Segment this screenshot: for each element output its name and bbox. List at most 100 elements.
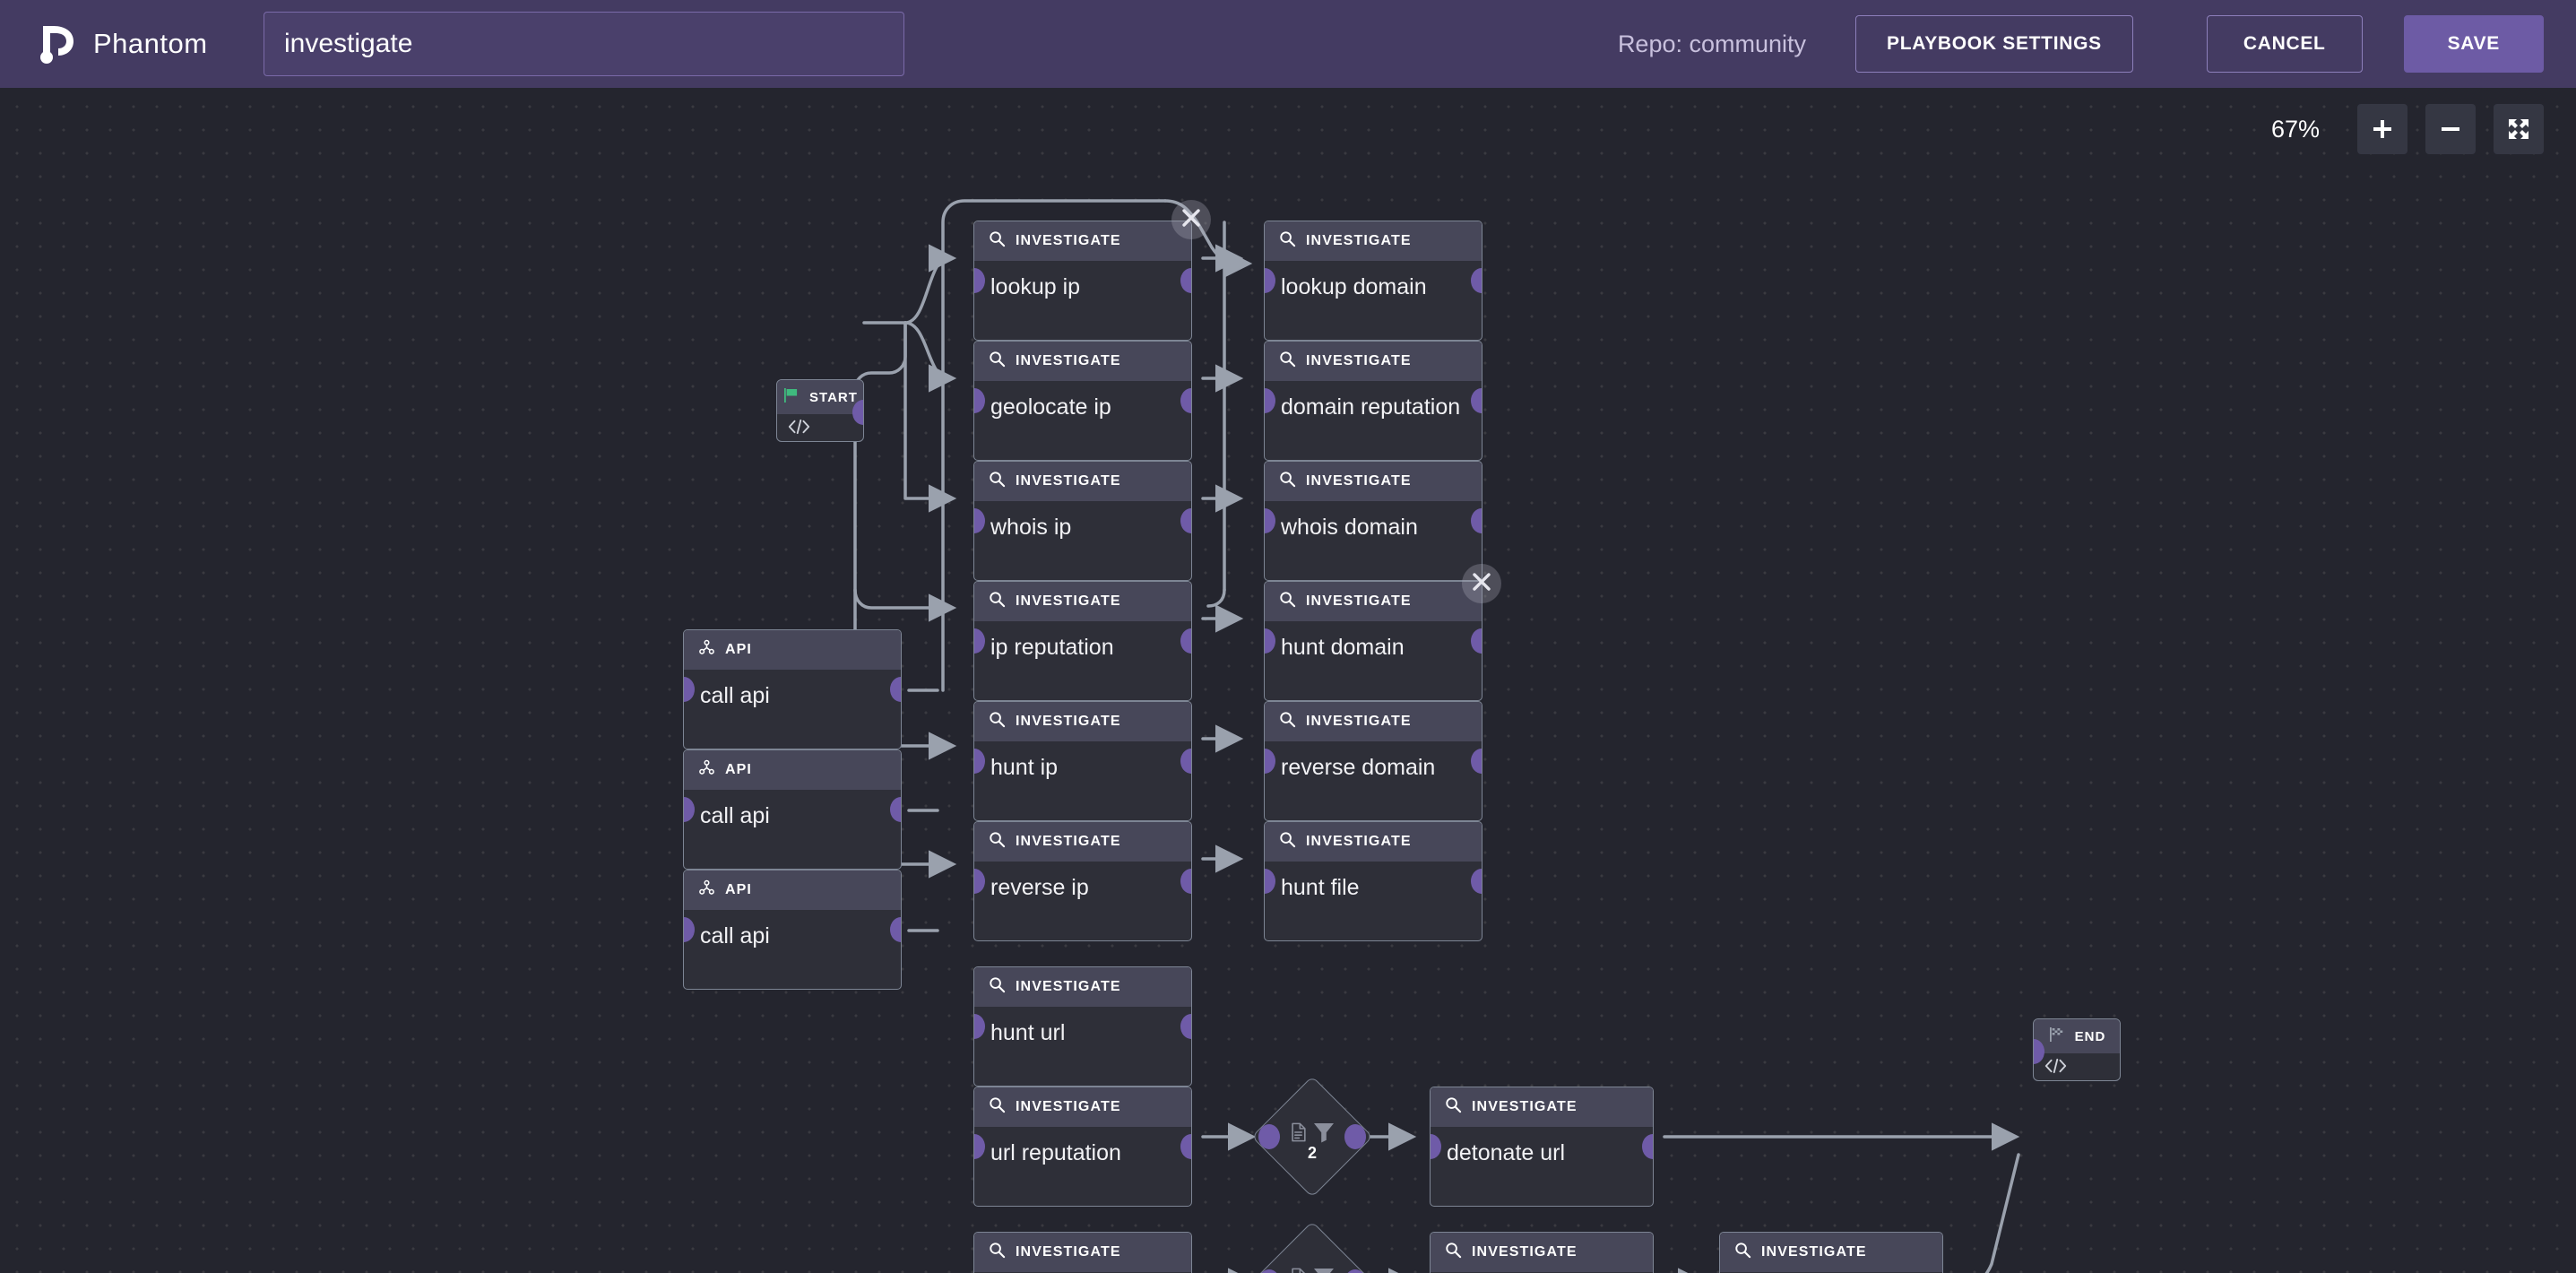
node-kind-label: API: [725, 882, 752, 897]
note-icon[interactable]: [1290, 1268, 1307, 1273]
port-in[interactable]: [1431, 1134, 1441, 1159]
action-node-ip-reputation[interactable]: INVESTIGATE ip reputation: [973, 581, 1192, 701]
code-icon[interactable]: [2044, 1057, 2067, 1079]
port-in[interactable]: [974, 628, 985, 654]
port-out[interactable]: [1471, 749, 1482, 774]
port-out[interactable]: [1471, 268, 1482, 293]
close-icon[interactable]: [1180, 206, 1203, 234]
magnifier-icon: [989, 711, 1006, 732]
port-in[interactable]: [684, 917, 695, 942]
node-header: API: [684, 870, 901, 910]
port-out[interactable]: [1180, 869, 1191, 894]
port-in[interactable]: [1265, 268, 1275, 293]
port-out[interactable]: [1180, 1014, 1191, 1039]
port-out[interactable]: [1180, 749, 1191, 774]
action-node-detonate-url[interactable]: INVESTIGATE detonate url: [1430, 1087, 1654, 1207]
terminal-label: END: [2074, 1028, 2106, 1044]
playbook-settings-button[interactable]: PLAYBOOK SETTINGS: [1855, 15, 2133, 73]
port-in[interactable]: [1265, 869, 1275, 894]
filter-node-filter-1[interactable]: 1: [1251, 1221, 1373, 1273]
action-node-reverse-domain[interactable]: INVESTIGATE reverse domain: [1264, 701, 1482, 821]
action-node-hunt-url[interactable]: INVESTIGATE hunt url: [973, 966, 1192, 1087]
zoom-out-button[interactable]: [2425, 104, 2476, 154]
action-node-whois-ip[interactable]: INVESTIGATE whois ip: [973, 461, 1192, 581]
action-node-geolocate-ip[interactable]: INVESTIGATE geolocate ip: [973, 341, 1192, 461]
code-icon[interactable]: [788, 418, 810, 440]
action-node-url-reputation[interactable]: INVESTIGATE url reputation: [973, 1087, 1192, 1207]
port-in[interactable]: [974, 1134, 985, 1159]
port-in[interactable]: [974, 1014, 985, 1039]
fit-to-screen-button[interactable]: [2494, 104, 2544, 154]
port-out[interactable]: [1180, 508, 1191, 533]
port-out[interactable]: [1471, 628, 1482, 654]
node-body: hunt ip: [974, 741, 1191, 820]
delete-badge-top[interactable]: [1171, 200, 1211, 239]
action-node-get-file[interactable]: INVESTIGATE get file: [1430, 1232, 1654, 1273]
action-node-hunt-file[interactable]: INVESTIGATE hunt file: [1264, 821, 1482, 941]
port-in[interactable]: [684, 797, 695, 822]
node-header: INVESTIGATE: [974, 462, 1191, 501]
brand-name: Phantom: [93, 28, 208, 59]
action-node-lookup-domain[interactable]: INVESTIGATE lookup domain: [1264, 221, 1482, 341]
playbook-canvas[interactable]: 67% START END: [0, 88, 2576, 1273]
port-out[interactable]: [890, 797, 901, 822]
port-out[interactable]: [1180, 388, 1191, 413]
port-in[interactable]: [1258, 1124, 1280, 1149]
action-node-call-api-1[interactable]: API call api: [683, 629, 902, 749]
terminal-node-start[interactable]: START: [776, 379, 864, 442]
port-out[interactable]: [1471, 388, 1482, 413]
node-header: INVESTIGATE: [974, 967, 1191, 1007]
delete-badge-middle[interactable]: [1462, 564, 1501, 603]
port-in[interactable]: [974, 388, 985, 413]
port-out[interactable]: [1180, 268, 1191, 293]
terminal-node-end[interactable]: END: [2033, 1018, 2121, 1081]
action-node-hunt-ip[interactable]: INVESTIGATE hunt ip: [973, 701, 1192, 821]
node-title: call api: [700, 923, 770, 948]
port-in[interactable]: [684, 677, 695, 702]
port-out[interactable]: [852, 400, 863, 425]
port-out[interactable]: [1180, 1134, 1191, 1159]
node-kind-label: INVESTIGATE: [1306, 353, 1412, 368]
action-node-file-reputation[interactable]: INVESTIGATE file reputation: [973, 1232, 1192, 1273]
port-out[interactable]: [1344, 1269, 1366, 1273]
action-node-reverse-ip[interactable]: INVESTIGATE reverse ip: [973, 821, 1192, 941]
port-in[interactable]: [974, 268, 985, 293]
node-body: hunt domain: [1265, 621, 1482, 700]
action-node-call-api-2[interactable]: API call api: [683, 749, 902, 870]
magnifier-icon: [989, 471, 1006, 492]
port-out[interactable]: [1471, 508, 1482, 533]
repo-label: Repo: community: [1617, 30, 1807, 57]
note-icon[interactable]: [1290, 1122, 1307, 1147]
playbook-name-input[interactable]: [264, 12, 904, 76]
port-out[interactable]: [1642, 1134, 1653, 1159]
node-header: INVESTIGATE: [974, 221, 1191, 261]
action-node-hunt-domain[interactable]: INVESTIGATE hunt domain: [1264, 581, 1482, 701]
magnifier-icon: [1279, 711, 1296, 732]
action-node-call-api-3[interactable]: API call api: [683, 870, 902, 990]
zoom-in-button[interactable]: [2357, 104, 2407, 154]
port-in[interactable]: [974, 508, 985, 533]
save-button[interactable]: SAVE: [2403, 15, 2544, 73]
port-in[interactable]: [1265, 749, 1275, 774]
port-in[interactable]: [2034, 1039, 2044, 1064]
cancel-button[interactable]: CANCEL: [2206, 15, 2363, 73]
port-in[interactable]: [1258, 1269, 1280, 1273]
port-out[interactable]: [1471, 869, 1482, 894]
port-in[interactable]: [1265, 508, 1275, 533]
port-out[interactable]: [1344, 1124, 1366, 1149]
port-in[interactable]: [974, 869, 985, 894]
filter-node-filter-2[interactable]: 2: [1251, 1076, 1373, 1198]
action-node-lookup-ip[interactable]: INVESTIGATE lookup ip: [973, 221, 1192, 341]
terminal-label: START: [809, 389, 858, 405]
port-in[interactable]: [974, 749, 985, 774]
port-out[interactable]: [890, 677, 901, 702]
port-out[interactable]: [890, 917, 901, 942]
port-out[interactable]: [1180, 628, 1191, 654]
port-in[interactable]: [1265, 388, 1275, 413]
node-body: url reputation: [974, 1127, 1191, 1206]
action-node-domain-reputation[interactable]: INVESTIGATE domain reputation: [1264, 341, 1482, 461]
port-in[interactable]: [1265, 628, 1275, 654]
close-icon[interactable]: [1470, 570, 1493, 598]
action-node-detonate-file[interactable]: INVESTIGATE detonate file: [1719, 1232, 1943, 1273]
action-node-whois-domain[interactable]: INVESTIGATE whois domain: [1264, 461, 1482, 581]
